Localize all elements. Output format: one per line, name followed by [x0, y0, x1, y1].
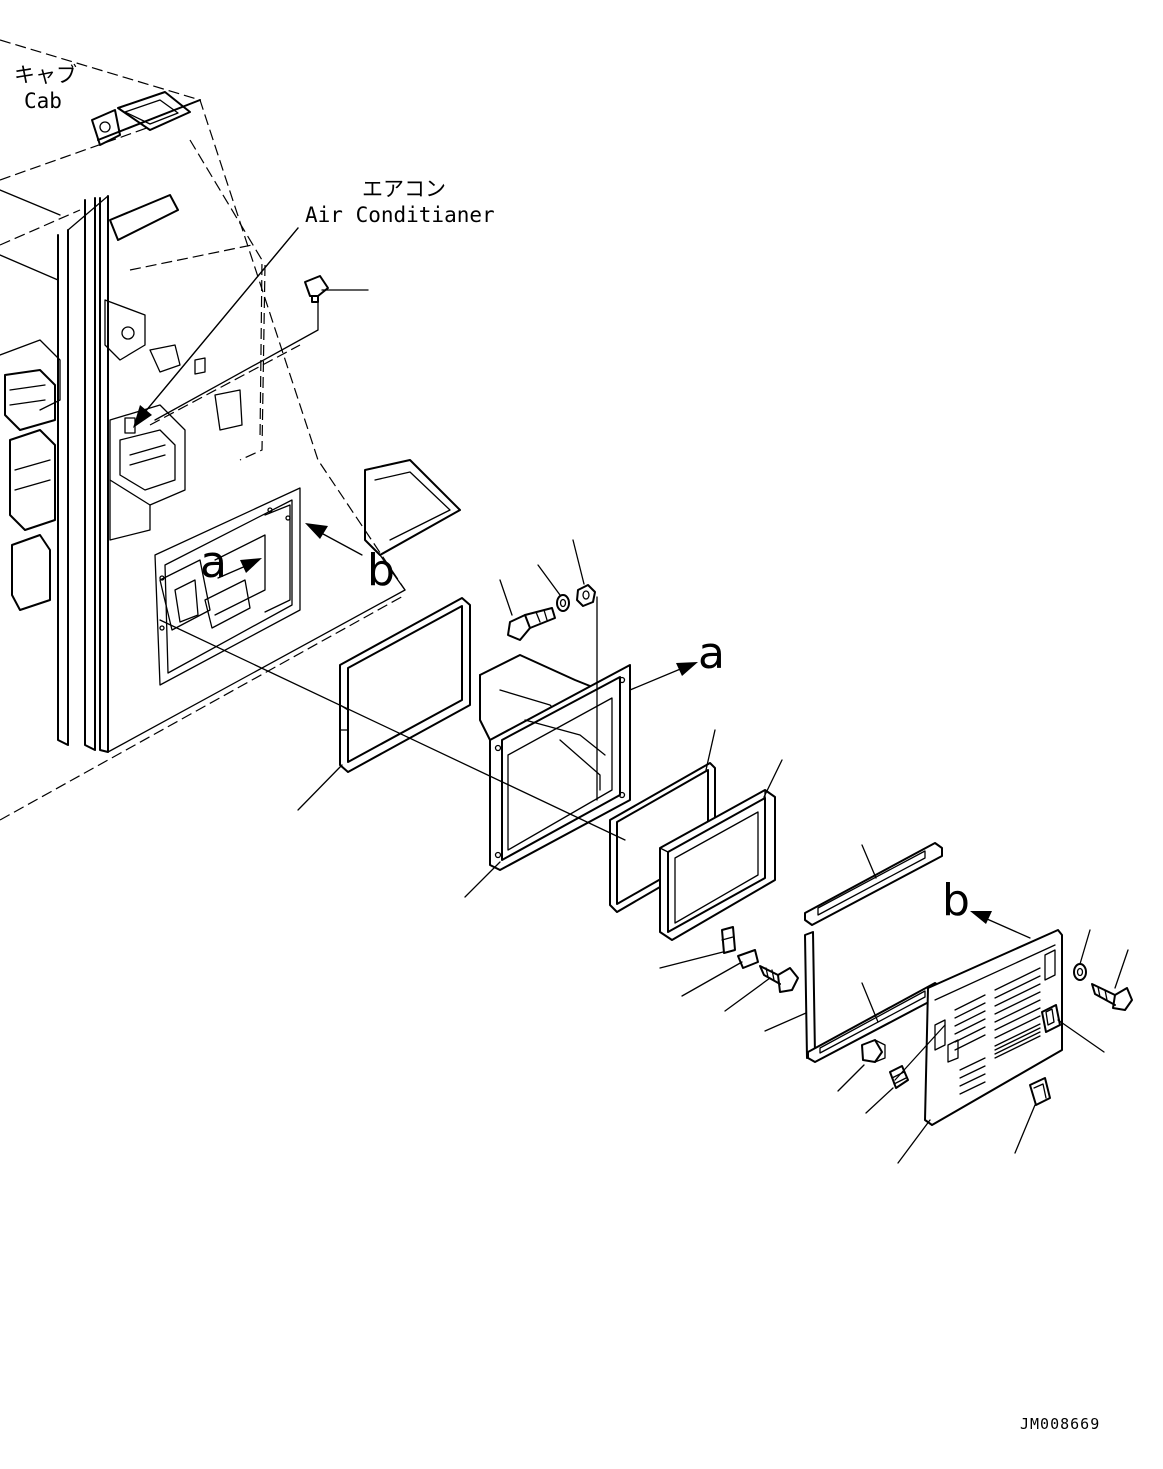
view-label-a-duct: a: [698, 628, 725, 679]
clip-retainer: [737, 949, 759, 969]
aircon-arrow: [133, 227, 299, 428]
aircon-label-jp: エアコン: [362, 177, 446, 201]
clip: [721, 926, 736, 954]
air-conditioner-unit: [0, 339, 186, 611]
view-label-a-cab: a: [200, 537, 227, 588]
seal-strip-top: [804, 842, 943, 926]
cover-handle: [1029, 1077, 1051, 1106]
washer-1: [556, 594, 570, 612]
louvered-cover: [924, 929, 1063, 1126]
cover-louvers: [954, 967, 1041, 1095]
seal-strip-side: [804, 931, 816, 1059]
view-arrow-b-cover: [970, 911, 1031, 939]
view-arrow-a-duct: [629, 662, 698, 691]
cover-latch: [1041, 1004, 1061, 1033]
cab-body: [0, 39, 461, 821]
view-label-b-cover: b: [942, 875, 970, 926]
gasket-frame: [339, 597, 471, 773]
cab-label-en: Cab: [24, 89, 62, 113]
aircon-label-en: Air Conditianer: [305, 203, 495, 227]
cap-plug: [304, 275, 329, 303]
drawing-code: JM008669: [1020, 1415, 1100, 1433]
leader-lines: [139, 227, 1129, 1164]
cab-label-jp: キャブ: [14, 63, 77, 87]
washer-2: [1073, 963, 1087, 981]
bolt-3: [1091, 983, 1133, 1011]
bolt-1: [507, 607, 556, 641]
bolt-2: [759, 965, 799, 993]
cab-duct-opening: [154, 487, 301, 686]
view-arrow-a-cab: [217, 558, 262, 579]
view-label-b-cab: b: [367, 545, 395, 596]
nut-1: [576, 584, 596, 607]
bolt-4: [861, 1039, 886, 1063]
air-filter-element: [659, 789, 776, 941]
view-arrow-b-cab: [305, 523, 363, 556]
duct-assembly: [479, 654, 631, 871]
